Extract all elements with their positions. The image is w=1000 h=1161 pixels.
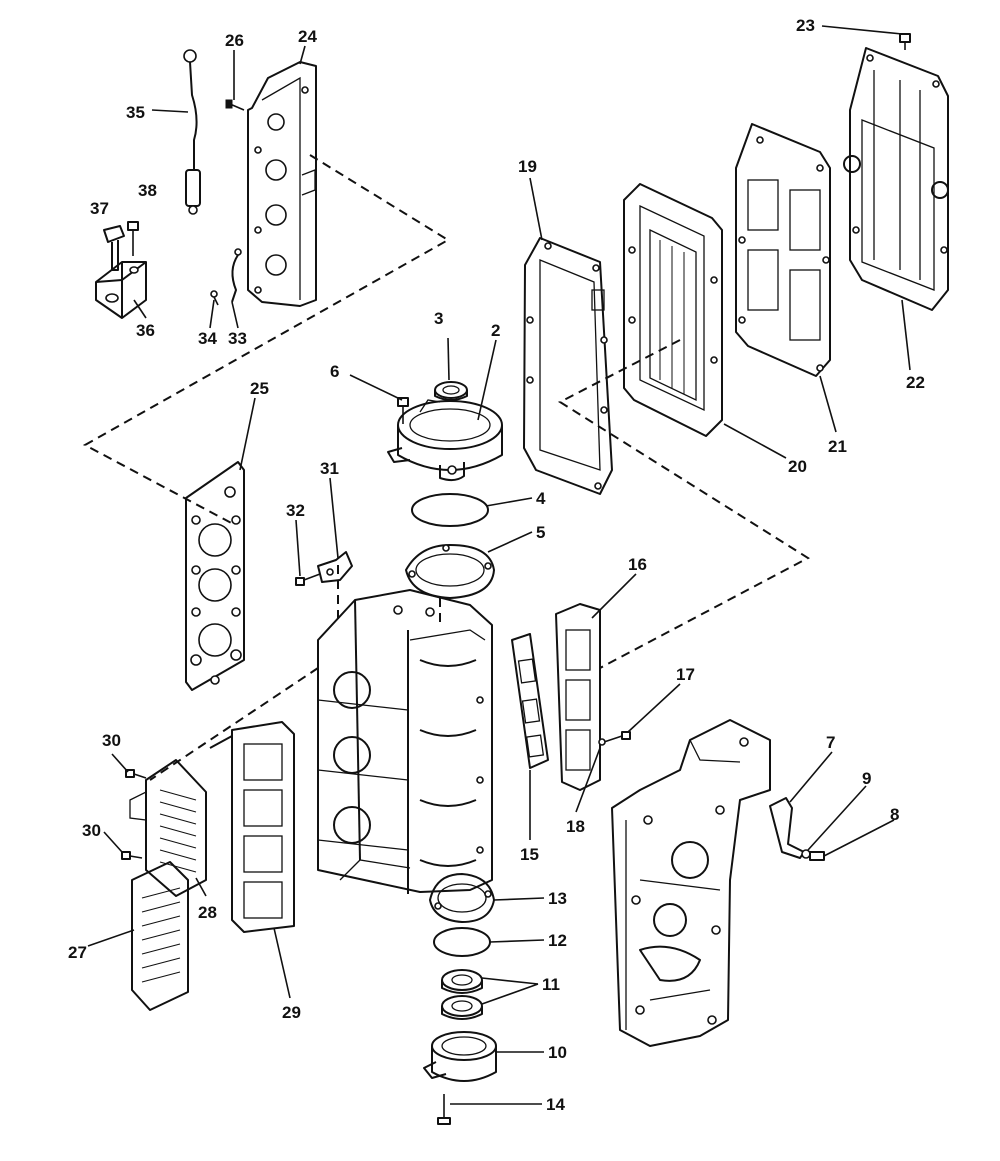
screw-icon	[397, 397, 409, 424]
gasket-icon	[523, 237, 613, 495]
screw-icon	[125, 769, 147, 779]
callout-27: 27	[68, 943, 87, 962]
callout-26: 26	[225, 31, 244, 50]
callout-35: 35	[126, 103, 145, 122]
callout-7: 7	[826, 733, 835, 752]
screw-icon	[121, 851, 143, 860]
screw-icon	[127, 221, 139, 256]
callout-6: 6	[330, 362, 339, 381]
callout-25: 25	[250, 379, 269, 398]
callout-30: 30	[102, 731, 121, 750]
gasket-icon	[511, 633, 549, 769]
callout-2: 2	[491, 321, 500, 340]
callout-18: 18	[566, 817, 585, 836]
callout-12: 12	[548, 931, 567, 950]
callout-22: 22	[906, 373, 925, 392]
callout-32: 32	[286, 501, 305, 520]
seal-icon	[434, 381, 468, 401]
screw-icon	[603, 731, 631, 743]
sensor-wire-icon	[183, 49, 201, 215]
callout-10: 10	[548, 1043, 567, 1062]
seal-icon	[441, 969, 483, 994]
callout-24: 24	[298, 27, 317, 46]
exhaust-cover-icon	[131, 861, 189, 1011]
gasket-icon	[185, 461, 245, 691]
callout-17: 17	[676, 665, 695, 684]
callout-8: 8	[890, 805, 899, 824]
bracket-icon	[769, 797, 805, 859]
assembly-guide-lines	[82, 154, 810, 781]
callout-3: 3	[434, 309, 443, 328]
callout-38: 38	[138, 181, 157, 200]
callout-5: 5	[536, 523, 545, 542]
screw-icon	[809, 851, 825, 861]
o-ring-icon	[411, 493, 489, 527]
exhaust-cover-icon	[555, 603, 601, 791]
callout-36: 36	[136, 321, 155, 340]
screw-icon	[225, 99, 245, 111]
callout-16: 16	[628, 555, 647, 574]
washer-icon	[598, 738, 606, 746]
ground-wire-icon	[210, 248, 242, 306]
gasket-icon	[209, 721, 295, 933]
callout-31: 31	[320, 459, 339, 478]
bolt-icon	[103, 225, 125, 271]
callout-9: 9	[862, 769, 871, 788]
callout-14: 14	[546, 1095, 565, 1114]
callout-4: 4	[536, 489, 546, 508]
callout-11: 11	[542, 975, 560, 994]
gasket-icon	[429, 873, 495, 923]
callout-37: 37	[90, 199, 109, 218]
callout-20: 20	[788, 457, 807, 476]
reed-block-icon	[129, 759, 207, 897]
callout-15: 15	[520, 845, 539, 864]
screw-icon	[899, 33, 911, 50]
callout-13: 13	[548, 889, 567, 908]
end-cap-icon	[423, 1031, 497, 1082]
cylinder-block-icon	[317, 589, 493, 894]
washer-icon	[801, 849, 811, 859]
crankcase-cover-icon	[611, 719, 771, 1047]
gasket-icon	[735, 123, 831, 377]
o-ring-icon	[433, 927, 491, 957]
callout-labels: 2 3 4 5 6 7 8 9 10 11 12 13 14 15 16 17 …	[68, 16, 925, 1114]
exhaust-cover-icon	[843, 47, 949, 311]
screw-icon	[437, 1094, 451, 1125]
callout-30-lower: 30	[82, 821, 101, 840]
screw-icon	[295, 573, 321, 586]
callout-28: 28	[198, 903, 217, 922]
gasket-icon	[405, 544, 495, 599]
end-cap-icon	[387, 399, 503, 482]
callout-23: 23	[796, 16, 815, 35]
callout-33: 33	[228, 329, 247, 348]
bracket-icon	[95, 261, 147, 319]
callout-19: 19	[518, 157, 537, 176]
leader-lines	[87, 25, 911, 1105]
seal-icon	[441, 995, 483, 1020]
end-cover-icon	[247, 61, 317, 307]
bracket-icon	[317, 551, 353, 583]
callout-29: 29	[282, 1003, 301, 1022]
callout-21: 21	[828, 437, 847, 456]
callout-34: 34	[198, 329, 217, 348]
exhaust-cover-icon	[623, 183, 723, 437]
